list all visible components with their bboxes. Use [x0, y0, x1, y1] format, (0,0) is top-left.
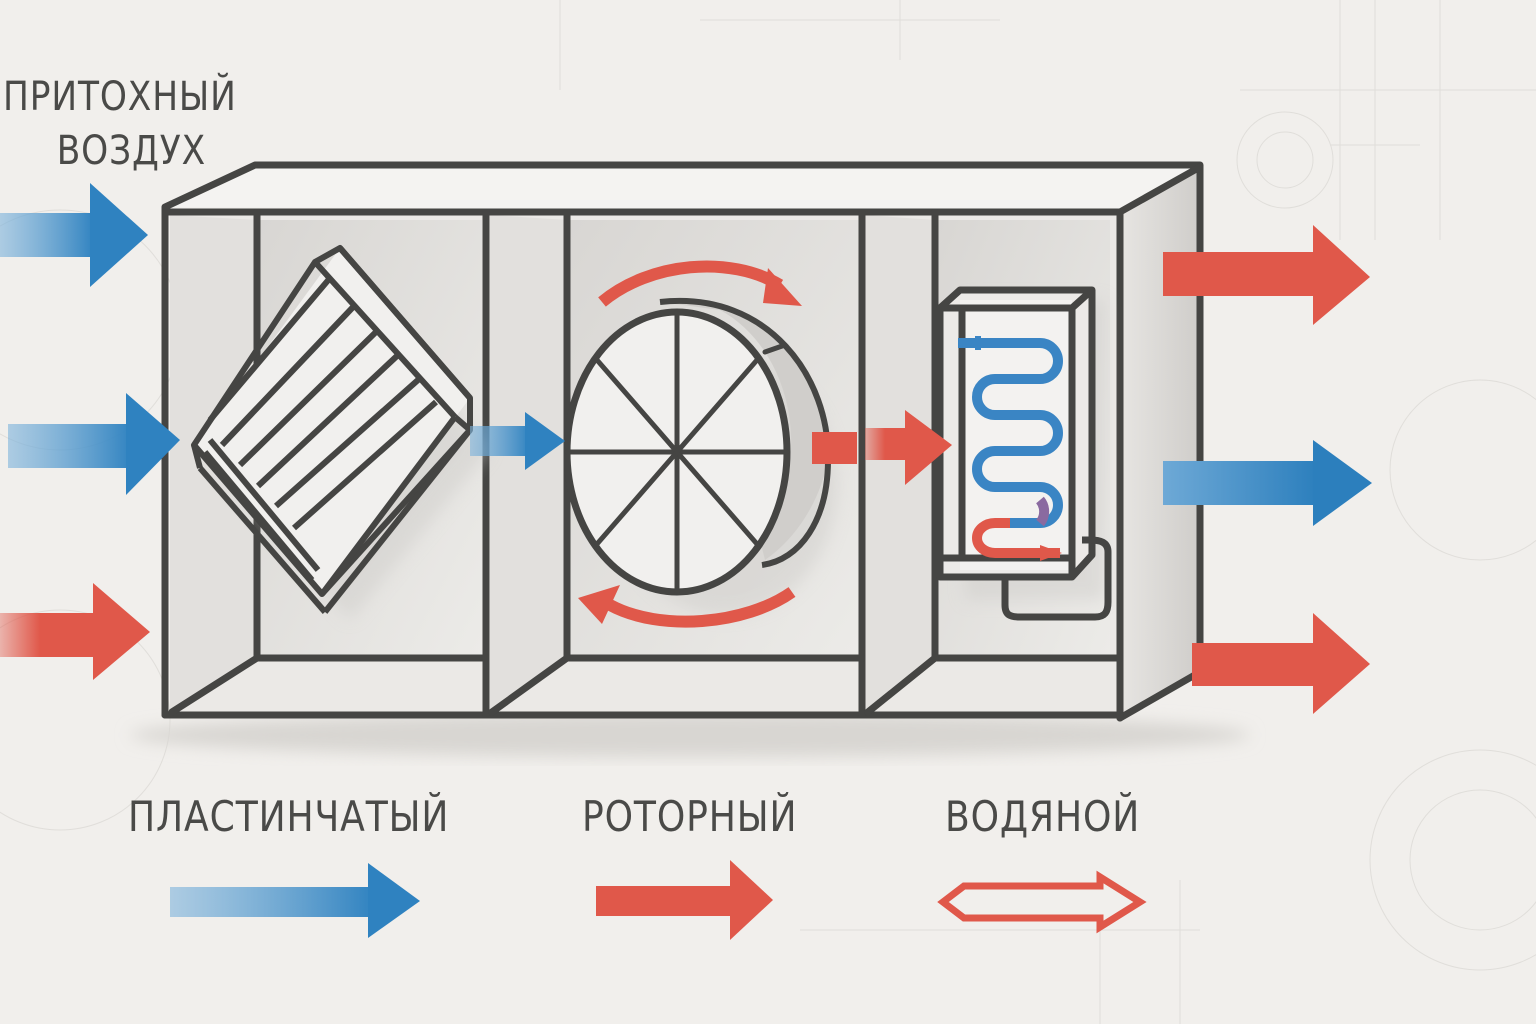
- outlet-arrow-3: [1192, 613, 1370, 714]
- plate-heat-exchanger: [191, 245, 490, 620]
- water-heater-label: ВОДЯНОЙ: [945, 792, 1141, 841]
- legend-arrow-water: [937, 870, 1147, 934]
- intake-air-label-line1: ПРИТОХНЫЙ: [3, 74, 237, 120]
- water-heater-coil: [936, 286, 1112, 621]
- housing-top-face: [165, 165, 1200, 212]
- outlet-arrow-2: [1163, 440, 1372, 526]
- internal-arrow-red: [812, 410, 952, 485]
- rotary-heat-exchanger: [563, 260, 837, 628]
- internal-arrow-blue: [470, 412, 565, 470]
- intake-air-label-line2: ВОЗДУХ: [56, 128, 207, 174]
- legend-arrow-plate: [170, 863, 420, 938]
- inlet-arrow-1: [0, 183, 148, 287]
- rotary-exchanger-label: РОТОРНЫЙ: [582, 792, 798, 841]
- housing-side-face: [1120, 165, 1200, 718]
- legend-arrow-rotor: [596, 860, 773, 940]
- plate-exchanger-label: ПЛАСТИНЧАТЫЙ: [128, 792, 450, 841]
- outlet-arrow-1: [1163, 225, 1370, 325]
- inlet-arrow-3: [0, 583, 150, 680]
- unit-shadow: [130, 713, 1250, 757]
- inlet-arrow-2: [8, 393, 180, 495]
- housing-outline: [161, 161, 1204, 722]
- intake-air-label: ПРИТОХНЫЙ ВОЗДУХ: [3, 70, 237, 178]
